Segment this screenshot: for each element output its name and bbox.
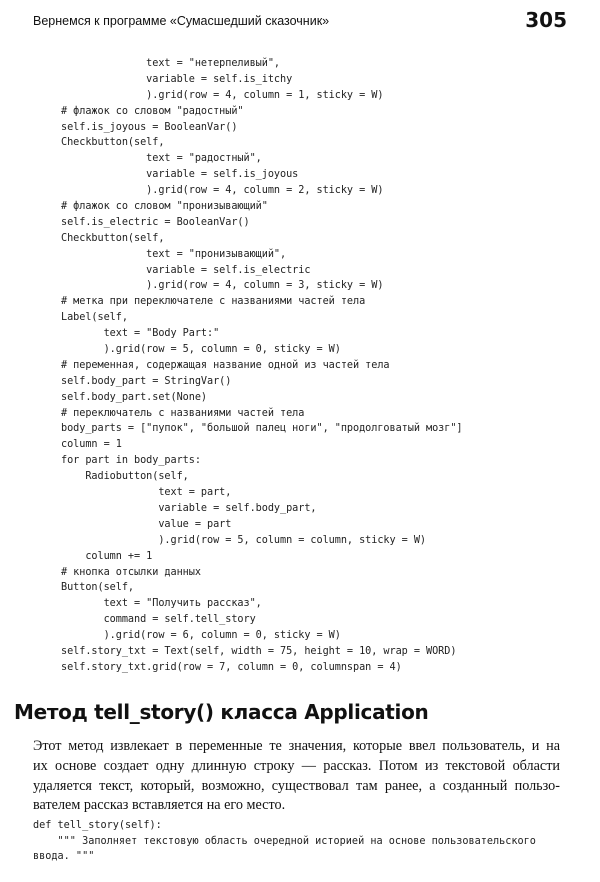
- code-comment: # метка при переключателе с названиями ч…: [61, 296, 366, 308]
- page-number: 305: [525, 8, 567, 32]
- code-line: ).grid(row = 4, column = 2, sticky = W): [61, 185, 384, 197]
- code-line: self.body_part.set(None): [61, 391, 208, 403]
- code-line: text = part,: [61, 487, 232, 499]
- code-line: self.body_part = StringVar(): [61, 375, 232, 387]
- body-paragraph: Этот метод извлекает в переменные те зна…: [33, 737, 560, 816]
- code-line: Label(self,: [61, 312, 128, 324]
- code-line: value = part: [61, 518, 232, 530]
- code-line: variable = self.is_joyous: [61, 169, 299, 181]
- code-line: command = self.tell_story: [61, 614, 256, 626]
- code-line: self.is_joyous = BooleanVar(): [61, 121, 238, 133]
- paragraph-line: вателем рассказ вставляется на его место…: [33, 797, 286, 814]
- code-line: self.is_electric = BooleanVar(): [61, 216, 250, 228]
- code-docstring: ввода. """: [33, 851, 95, 862]
- code-comment: # флажок со словом "пронизывающий": [61, 201, 268, 213]
- code-comment: # флажок со словом "радостный": [61, 105, 244, 117]
- code-line: ).grid(row = 4, column = 1, sticky = W): [61, 89, 384, 101]
- code-line: ).grid(row = 6, column = 0, sticky = W): [61, 630, 341, 642]
- paragraph-line: Этот метод извлекает в переменные те зна…: [33, 738, 560, 754]
- code-line: def tell_story(self):: [33, 820, 162, 831]
- code-line: column = 1: [61, 439, 122, 451]
- code-comment: # переменная, содержащая название одной …: [61, 359, 390, 371]
- code-line: variable = self.body_part,: [61, 502, 317, 514]
- code-listing: text = "нетерпеливый", variable = self.i…: [61, 56, 463, 676]
- code-line: Radiobutton(self,: [61, 471, 189, 483]
- code-listing-2: def tell_story(self): """ Заполняет текс…: [33, 818, 536, 865]
- code-comment: # переключатель с названиями частей тела: [61, 407, 305, 419]
- code-line: Checkbutton(self,: [61, 137, 165, 149]
- section-heading: Метод tell_story() класса Application: [14, 700, 429, 724]
- code-line: variable = self.is_itchy: [61, 73, 293, 85]
- code-comment: # кнопка отсылки данных: [61, 566, 201, 578]
- code-line: ).grid(row = 5, column = column, sticky …: [61, 534, 427, 546]
- running-head: Вернемся к программе «Сумасшедший сказоч…: [33, 14, 330, 28]
- code-line: text = "Получить рассказ",: [61, 598, 262, 610]
- code-line: column += 1: [61, 550, 153, 562]
- paragraph-line: их основе создает одну длинную строку — …: [33, 757, 560, 774]
- code-line: Button(self,: [61, 582, 135, 594]
- code-line: ).grid(row = 4, column = 3, sticky = W): [61, 280, 384, 292]
- code-line: ).grid(row = 5, column = 0, sticky = W): [61, 344, 341, 356]
- code-line: text = "Body Part:": [61, 328, 220, 340]
- code-line: variable = self.is_electric: [61, 264, 311, 276]
- code-line: text = "нетерпеливый",: [61, 58, 281, 69]
- paragraph-line: удаляется текст, который, возможно, суще…: [33, 777, 560, 794]
- code-line: self.story_txt = Text(self, width = 75, …: [61, 645, 457, 657]
- code-line: Checkbutton(self,: [61, 232, 165, 244]
- code-line: text = "пронизывающий",: [61, 248, 287, 260]
- code-line: text = "радостный",: [61, 153, 262, 165]
- code-line: for part in body_parts:: [61, 455, 201, 467]
- code-docstring: """ Заполняет текстовую область очередно…: [33, 835, 536, 847]
- code-line: self.story_txt.grid(row = 7, column = 0,…: [61, 661, 402, 673]
- code-line: body_parts = ["пупок", "большой палец но…: [61, 423, 463, 435]
